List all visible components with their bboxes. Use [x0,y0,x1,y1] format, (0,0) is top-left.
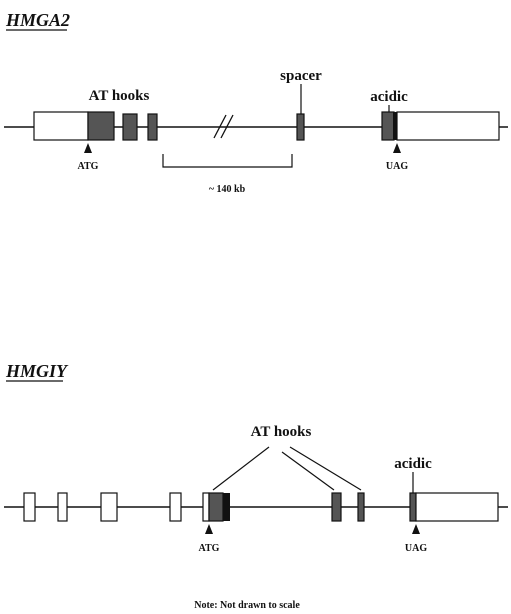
hmgiy-exon2-utr [57,492,68,522]
hmga2-atg-arrow-icon [84,143,92,153]
hmga2-exon2 [122,113,138,141]
hmgiy-at-hooks-label: AT hooks [251,424,312,440]
hmga2-exon5-acidic [381,111,395,141]
hmgiy-exon6 [331,492,342,522]
hmgiy-acidic-label: acidic [394,456,432,472]
hmgiy-exon5-coding [208,492,224,522]
hmga2-uag-arrow-icon [393,143,401,153]
hmga2-panel: HMGA2 AT hooks spacer acidic ATG UAG [4,10,508,195]
hmgiy-atg-arrow-icon [205,524,213,534]
hmgiy-exon3-utr [100,492,118,522]
hmga2-exon3 [147,113,158,141]
hmga2-exon1-utr [33,111,89,141]
hmga2-title: HMGA2 [5,10,70,30]
hmga2-exon5-utr [396,111,500,141]
hmga2-spacer-label: spacer [280,68,322,84]
hmgiy-title: HMGIY [5,361,69,381]
hmgiy-exon4-utr [169,492,182,522]
hmgiy-exon5-utr [202,492,210,522]
hmgiy-exon5-dark-band [223,493,230,521]
hmgiy-panel: HMGIY AT hooks acidic ATG [4,361,508,554]
hmga2-distance-label: ~ 140 kb [209,184,246,195]
hmgiy-exon8-acidic [409,492,417,522]
hmgiy-exon1-utr [23,492,36,522]
hmgiy-exon7 [357,492,365,522]
hmga2-exon1-coding [87,111,115,141]
hmga2-distance-bracket [162,154,293,168]
hmgiy-at-hooks-leaders [212,446,362,491]
hmgiy-atg-label: ATG [199,543,220,554]
hmgiy-uag-arrow-icon [412,524,420,534]
hmgiy-exon8-utr [415,492,499,522]
hmga2-acidic-label: acidic [370,89,408,105]
hmgiy-uag-label: UAG [405,543,427,554]
hmga2-at-hooks-label: AT hooks [89,88,150,104]
hmga2-exon4-spacer [296,113,305,141]
hmga2-atg-label: ATG [78,161,99,172]
scale-note: Note: Not drawn to scale [194,600,300,611]
hmga2-axis-break [213,114,234,139]
hmga2-exon5-dark-band [393,112,397,140]
hmga2-uag-label: UAG [386,161,408,172]
